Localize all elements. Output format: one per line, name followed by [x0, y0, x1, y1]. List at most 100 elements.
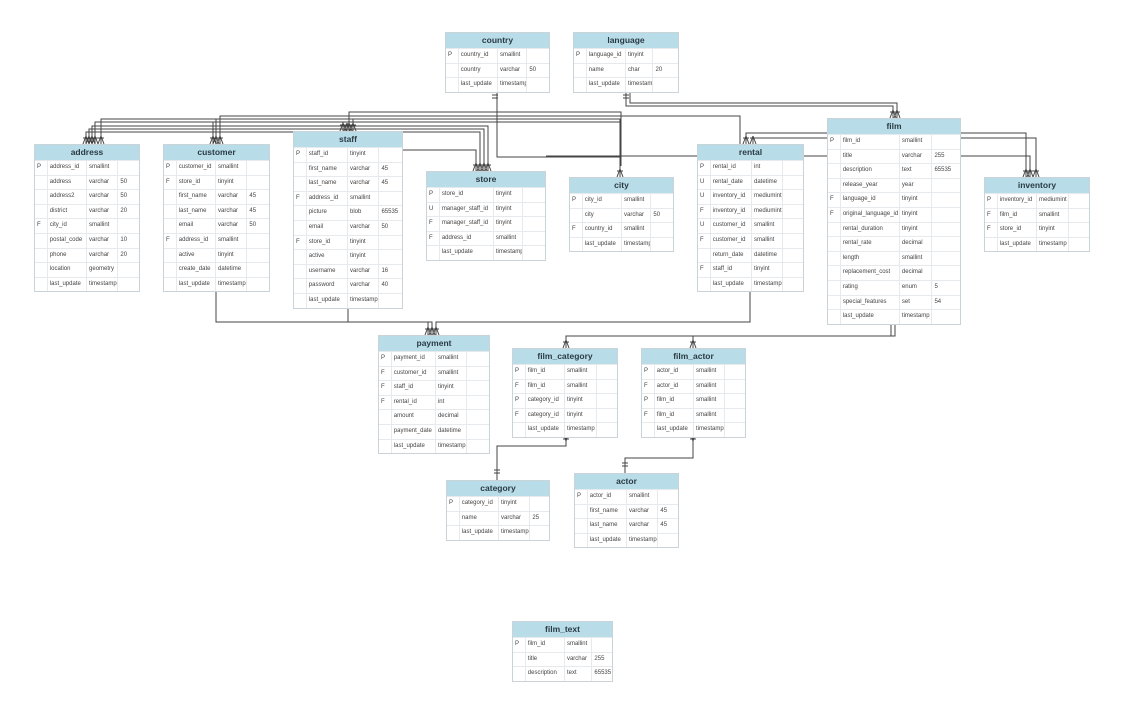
- column-length: [523, 217, 545, 231]
- table-title: rental: [698, 145, 803, 160]
- column-type: varchar: [87, 204, 119, 219]
- column-type: varchar: [499, 511, 531, 526]
- column-name: title: [841, 149, 900, 164]
- column-name: manager_staff_id: [440, 202, 494, 217]
- one-marker: [494, 469, 500, 474]
- crow-foot-marker: [480, 162, 488, 172]
- column-length: [247, 278, 269, 292]
- key-flag: [164, 248, 177, 263]
- column-length: [932, 252, 960, 266]
- key-flag: [828, 237, 841, 251]
- key-flag: [164, 219, 177, 233]
- column-name: film_id: [655, 408, 694, 423]
- column-length: [523, 203, 545, 217]
- column-length: [783, 234, 803, 248]
- column-length: [1069, 223, 1089, 237]
- key-flag: P: [447, 497, 460, 511]
- column-type: tinyint: [348, 148, 380, 162]
- column-type: timestamp: [216, 277, 248, 292]
- column-type: tinyint: [1037, 223, 1070, 237]
- key-flag: [294, 250, 307, 264]
- column-type: smallint: [752, 219, 784, 233]
- column-name: rental_id: [392, 395, 436, 410]
- column-length: 255: [594, 655, 605, 662]
- key-flag: [574, 78, 587, 92]
- relationship-line: [624, 433, 694, 473]
- table-title: film_text: [513, 622, 612, 637]
- column-name: replacement_cost: [841, 266, 900, 280]
- column-type: smallint: [216, 161, 248, 175]
- key-flag: [828, 266, 841, 280]
- column-name: film_id: [998, 208, 1038, 223]
- key-flag: P: [513, 394, 526, 408]
- column-length: [783, 190, 803, 204]
- key-flag: F: [698, 263, 711, 277]
- crow-foot-marker: [476, 162, 484, 172]
- column-name: picture: [307, 206, 349, 220]
- column-type: smallint: [565, 638, 593, 652]
- column-type: tinyint: [900, 193, 933, 207]
- key-flag: P: [575, 490, 588, 504]
- column-type: decimal: [900, 237, 933, 251]
- column-length: 255: [934, 152, 945, 159]
- table-title: customer: [164, 145, 269, 160]
- column-length: 65535: [381, 209, 399, 216]
- column-type: smallint: [87, 219, 119, 233]
- column-type: datetime: [752, 175, 784, 190]
- column-name: description: [841, 164, 900, 178]
- key-flag: [828, 295, 841, 310]
- key-flag: [164, 263, 177, 277]
- key-flag: [294, 177, 307, 191]
- key-flag: F: [164, 175, 177, 190]
- column-name: film_id: [526, 365, 566, 379]
- column-length: [379, 250, 402, 264]
- column-type: smallint: [622, 194, 652, 208]
- column-type: timestamp: [622, 237, 652, 252]
- key-flag: P: [164, 161, 177, 175]
- key-flag: [35, 204, 48, 219]
- column-name: last_update: [588, 533, 627, 548]
- column-type: smallint: [498, 49, 528, 63]
- column-type: varchar: [627, 504, 659, 519]
- column-type: datetime: [752, 248, 784, 263]
- column-length: [467, 367, 489, 381]
- column-length: [783, 205, 803, 219]
- key-flag: [642, 423, 655, 437]
- key-flag: P: [513, 365, 526, 379]
- column-type: decimal: [900, 266, 933, 280]
- relationship-line: [91, 125, 489, 171]
- one-marker: [492, 94, 498, 99]
- column-name: last_name: [588, 519, 627, 533]
- column-length: [932, 193, 960, 207]
